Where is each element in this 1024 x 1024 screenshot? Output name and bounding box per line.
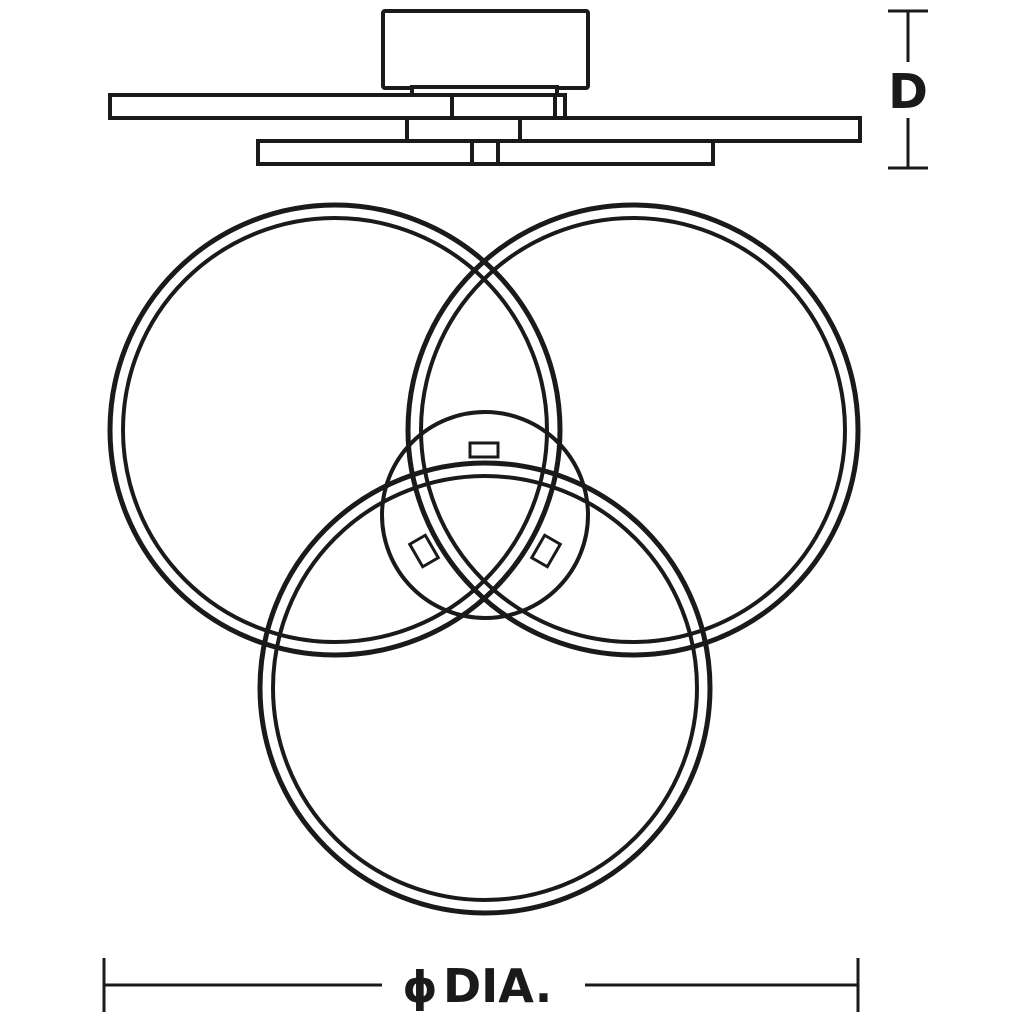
mount-slot-right <box>529 533 563 569</box>
diameter-dimension <box>102 958 860 1012</box>
ring-right <box>405 202 861 658</box>
hub-block-upper <box>450 93 557 120</box>
canopy-disc <box>380 410 590 620</box>
hub-block-middle <box>405 116 522 143</box>
ring-left <box>107 202 563 658</box>
canopy <box>381 9 590 90</box>
diameter-label: DIA. <box>443 959 552 1013</box>
depth-dimension <box>888 9 928 170</box>
mount-slot-top <box>468 441 500 459</box>
ring-bottom <box>257 460 713 916</box>
mount-slot-left <box>407 533 441 569</box>
depth-label: D <box>888 64 928 120</box>
diameter-symbol: ϕ <box>402 962 437 1013</box>
top-view-canopy <box>380 410 590 620</box>
center-stem <box>470 139 500 166</box>
rings <box>107 202 861 916</box>
side-view <box>108 9 862 166</box>
